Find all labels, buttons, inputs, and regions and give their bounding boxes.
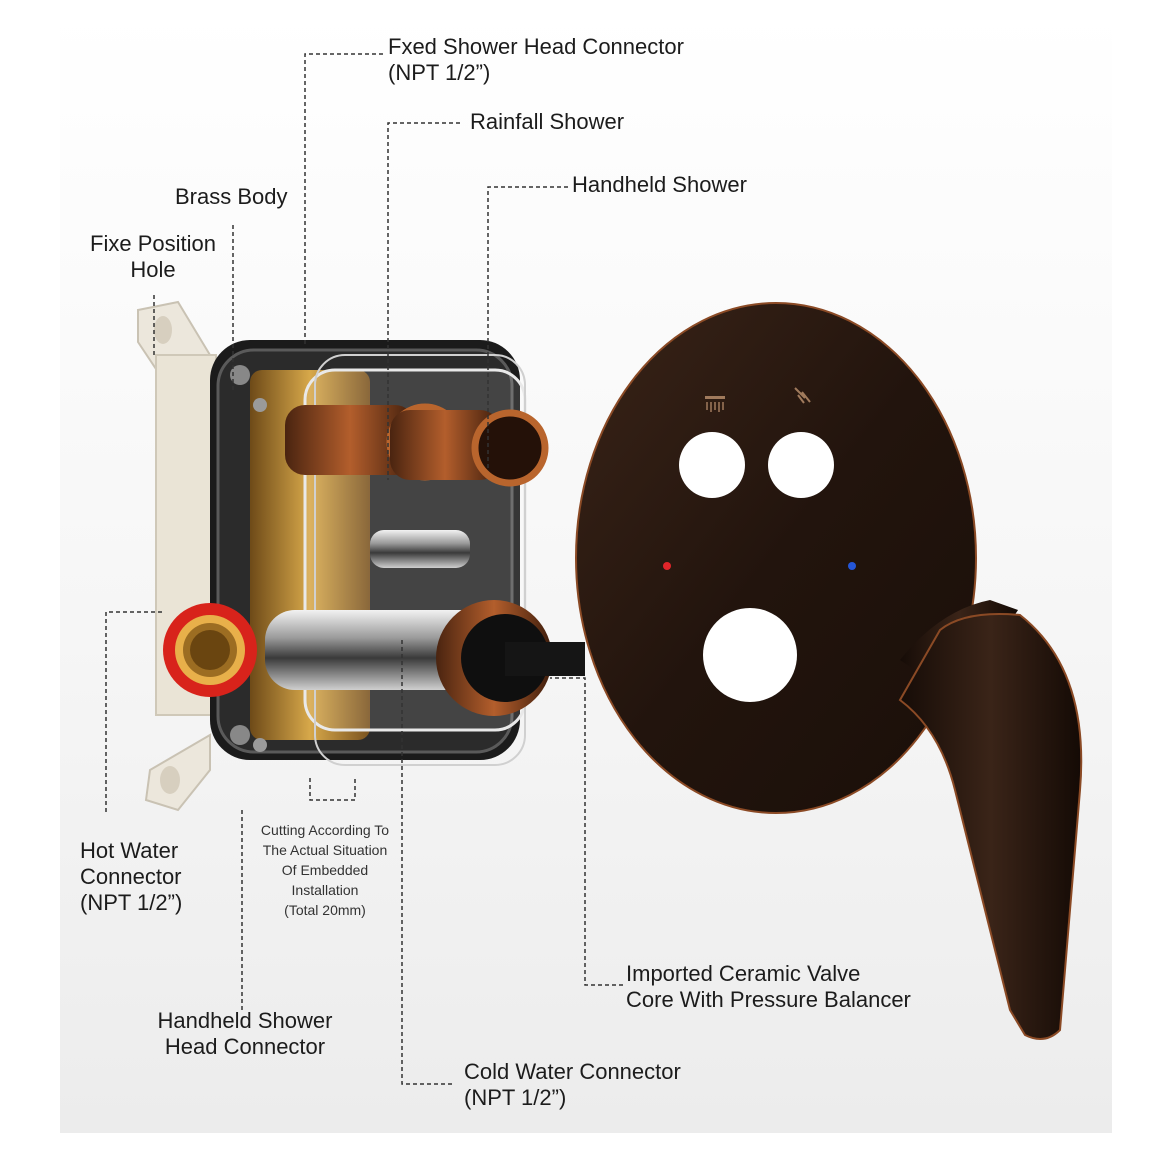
- fixe-position-hole-label: Fixe Position Hole: [90, 231, 216, 282]
- ceramic-valve-label: Imported Ceramic Valve Core With Pressur…: [626, 961, 911, 1012]
- diagram-canvas: Fxed Shower Head Connector (NPT 1/2”) Ra…: [60, 10, 1112, 1133]
- handheld-shower-icon: [794, 387, 811, 404]
- cutting-note: Cutting According To The Actual Situatio…: [260, 822, 390, 918]
- handheld-shower-head-connector-label: Handheld Shower Head Connector: [157, 1008, 333, 1059]
- trim-plate: [575, 302, 977, 814]
- mounting-bracket: [137, 300, 217, 812]
- diagram-artwork: [105, 53, 1083, 1085]
- fixed-shower-head-connector-label: Fxed Shower Head Connector (NPT 1/2”): [388, 34, 684, 85]
- cold-water-connector-label: Cold Water Connector (NPT 1/2”): [464, 1059, 681, 1110]
- brass-body-label: Brass Body: [175, 184, 288, 209]
- rainfall-shower-icon: [705, 396, 725, 412]
- brass-valve-body: [163, 340, 585, 766]
- lever-handle: [898, 600, 1083, 1040]
- leader-lines: [105, 53, 623, 1085]
- handheld-shower-label: Handheld Shower: [572, 172, 747, 197]
- hot-water-connector-label: Hot Water Connector (NPT 1/2”): [80, 838, 183, 915]
- rainfall-shower-label: Rainfall Shower: [470, 109, 625, 134]
